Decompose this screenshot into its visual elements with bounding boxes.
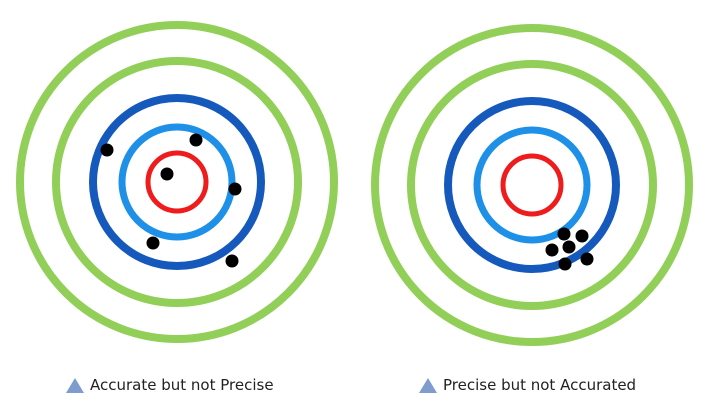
hit-dot <box>160 167 174 181</box>
caption-text: Accurate but not Precise <box>90 376 274 394</box>
inner-green-ring <box>407 60 657 310</box>
caption-accurate-not-precise: Accurate but not Precise <box>66 374 274 396</box>
triangle-icon <box>66 377 84 393</box>
dark-blue-ring <box>444 97 620 273</box>
hit-dot <box>225 254 239 268</box>
triangle-icon <box>419 377 437 393</box>
hit-dot <box>189 133 203 147</box>
hit-dot <box>228 182 242 196</box>
target-precise-not-accurate <box>371 24 693 346</box>
outer-green-ring <box>371 24 693 346</box>
hit-dot <box>557 227 571 241</box>
hit-dot <box>558 257 572 271</box>
outer-green-ring <box>16 21 338 343</box>
hit-dot <box>545 243 559 257</box>
inner-green-ring <box>52 57 302 307</box>
hit-dot <box>562 240 576 254</box>
dark-blue-ring <box>89 94 265 270</box>
hit-dot <box>146 236 160 250</box>
caption-precise-not-accurate: Precise but not Accurated <box>419 374 636 396</box>
hit-dot <box>100 143 114 157</box>
light-blue-ring <box>118 123 236 241</box>
hit-dot <box>575 229 589 243</box>
red-bullseye-ring <box>500 153 564 217</box>
red-bullseye-ring <box>145 150 209 214</box>
caption-text: Precise but not Accurated <box>443 376 637 394</box>
hit-dot <box>580 252 594 266</box>
target-accurate-not-precise <box>16 21 338 343</box>
light-blue-ring <box>473 126 591 244</box>
